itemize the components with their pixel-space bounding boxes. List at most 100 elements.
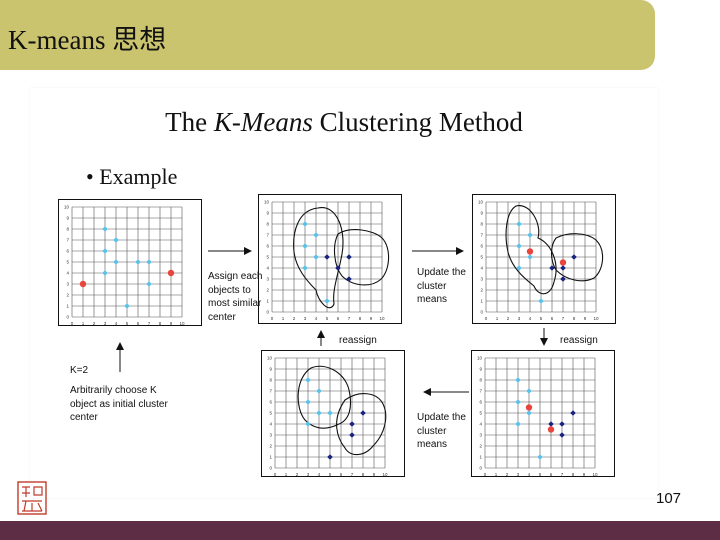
cluster-point-dark	[349, 421, 355, 427]
y-tick-label: 8	[269, 378, 272, 383]
x-tick-label: 1	[495, 472, 498, 477]
x-tick-label: 0	[71, 321, 74, 326]
x-tick-label: 3	[307, 472, 310, 477]
plot-frame	[258, 194, 402, 324]
x-tick-label: 10	[592, 472, 598, 477]
plot-frame	[472, 194, 616, 324]
cluster-point-dark	[335, 265, 341, 271]
y-tick-label: 6	[269, 400, 272, 405]
y-tick-label: 6	[66, 249, 69, 254]
y-tick-label: 7	[269, 389, 272, 394]
y-tick-label: 1	[269, 455, 272, 460]
x-tick-label: 9	[583, 472, 586, 477]
y-tick-label: 8	[479, 378, 482, 383]
arrow-assign	[208, 247, 252, 255]
y-tick-label: 4	[266, 266, 269, 271]
y-tick-label: 1	[266, 299, 269, 304]
x-tick-label: 1	[496, 316, 499, 321]
cluster-point-light	[102, 248, 108, 254]
x-tick-label: 1	[285, 472, 288, 477]
x-tick-label: 9	[584, 316, 587, 321]
slide-title: K-means 思想	[8, 25, 167, 55]
y-tick-label: 9	[269, 367, 272, 372]
cluster-outline	[336, 393, 387, 456]
x-tick-label: 0	[274, 472, 277, 477]
y-tick-label: 9	[66, 216, 69, 221]
x-tick-label: 9	[370, 316, 373, 321]
example-bullet: • Example	[86, 164, 178, 189]
x-tick-label: 7	[561, 472, 564, 477]
label-reassign-left: reassign	[339, 335, 377, 346]
plot-frame	[261, 350, 405, 477]
y-tick-label: 5	[480, 255, 483, 260]
label-reassign-right: reassign	[560, 335, 598, 346]
y-tick-label: 10	[64, 205, 70, 210]
y-tick-label: 0	[66, 315, 69, 320]
x-tick-label: 3	[304, 316, 307, 321]
y-tick-label: 10	[478, 200, 484, 205]
cluster-point-light	[327, 410, 333, 416]
x-tick-label: 9	[373, 472, 376, 477]
y-tick-label: 10	[264, 200, 270, 205]
x-tick-label: 6	[550, 472, 553, 477]
x-tick-label: 6	[340, 472, 343, 477]
y-tick-label: 0	[480, 310, 483, 315]
cluster-point-dark	[349, 432, 355, 438]
x-tick-label: 4	[528, 472, 531, 477]
x-tick-label: 0	[484, 472, 487, 477]
x-tick-label: 3	[517, 472, 520, 477]
y-tick-label: 3	[66, 282, 69, 287]
cluster-center-point	[525, 404, 533, 411]
arrow-update-right	[412, 247, 464, 255]
x-tick-label: 10	[179, 321, 185, 326]
footer-bar	[0, 521, 720, 540]
grid	[484, 357, 596, 469]
x-tick-label: 1	[82, 321, 85, 326]
y-tick-label: 3	[266, 277, 269, 282]
cluster-point-light	[316, 410, 322, 416]
x-tick-label: 10	[593, 316, 599, 321]
cluster-point-dark	[360, 410, 366, 416]
y-tick-label: 2	[269, 444, 272, 449]
x-tick-label: 7	[348, 316, 351, 321]
x-tick-label: 2	[507, 316, 510, 321]
y-tick-label: 0	[479, 466, 482, 471]
x-tick-label: 3	[104, 321, 107, 326]
x-tick-label: 2	[293, 316, 296, 321]
y-tick-label: 8	[66, 227, 69, 232]
x-tick-label: 1	[282, 316, 285, 321]
arrow-up-reassign	[317, 330, 325, 346]
cluster-center-point	[526, 248, 534, 255]
x-tick-label: 7	[351, 472, 354, 477]
cluster-center-point	[167, 269, 175, 277]
x-tick-label: 5	[326, 316, 329, 321]
y-tick-label: 0	[269, 466, 272, 471]
y-tick-label: 5	[269, 411, 272, 416]
x-tick-label: 0	[271, 316, 274, 321]
x-tick-label: 4	[115, 321, 118, 326]
label-update-left: Update the cluster means	[417, 412, 466, 450]
y-tick-label: 7	[479, 389, 482, 394]
cluster-point-light	[102, 270, 108, 276]
diagram-title-suffix: Clustering Method	[312, 107, 523, 137]
cluster-outline	[333, 229, 390, 286]
x-tick-label: 5	[540, 316, 543, 321]
x-tick-label: 4	[529, 316, 532, 321]
x-tick-label: 2	[506, 472, 509, 477]
seal-logo	[17, 481, 47, 515]
y-tick-label: 8	[266, 222, 269, 227]
y-tick-label: 6	[479, 400, 482, 405]
y-tick-label: 3	[479, 433, 482, 438]
cluster-point-light	[124, 303, 130, 309]
y-tick-label: 9	[266, 211, 269, 216]
page-number: 107	[656, 490, 682, 507]
title-bar: K-means 思想	[0, 0, 655, 70]
cluster-point-light	[305, 421, 311, 427]
diagram-panel: The K-Means Clustering Method • Example …	[30, 88, 658, 498]
x-tick-label: 10	[379, 316, 385, 321]
x-tick-label: 6	[337, 316, 340, 321]
x-tick-label: 5	[126, 321, 129, 326]
